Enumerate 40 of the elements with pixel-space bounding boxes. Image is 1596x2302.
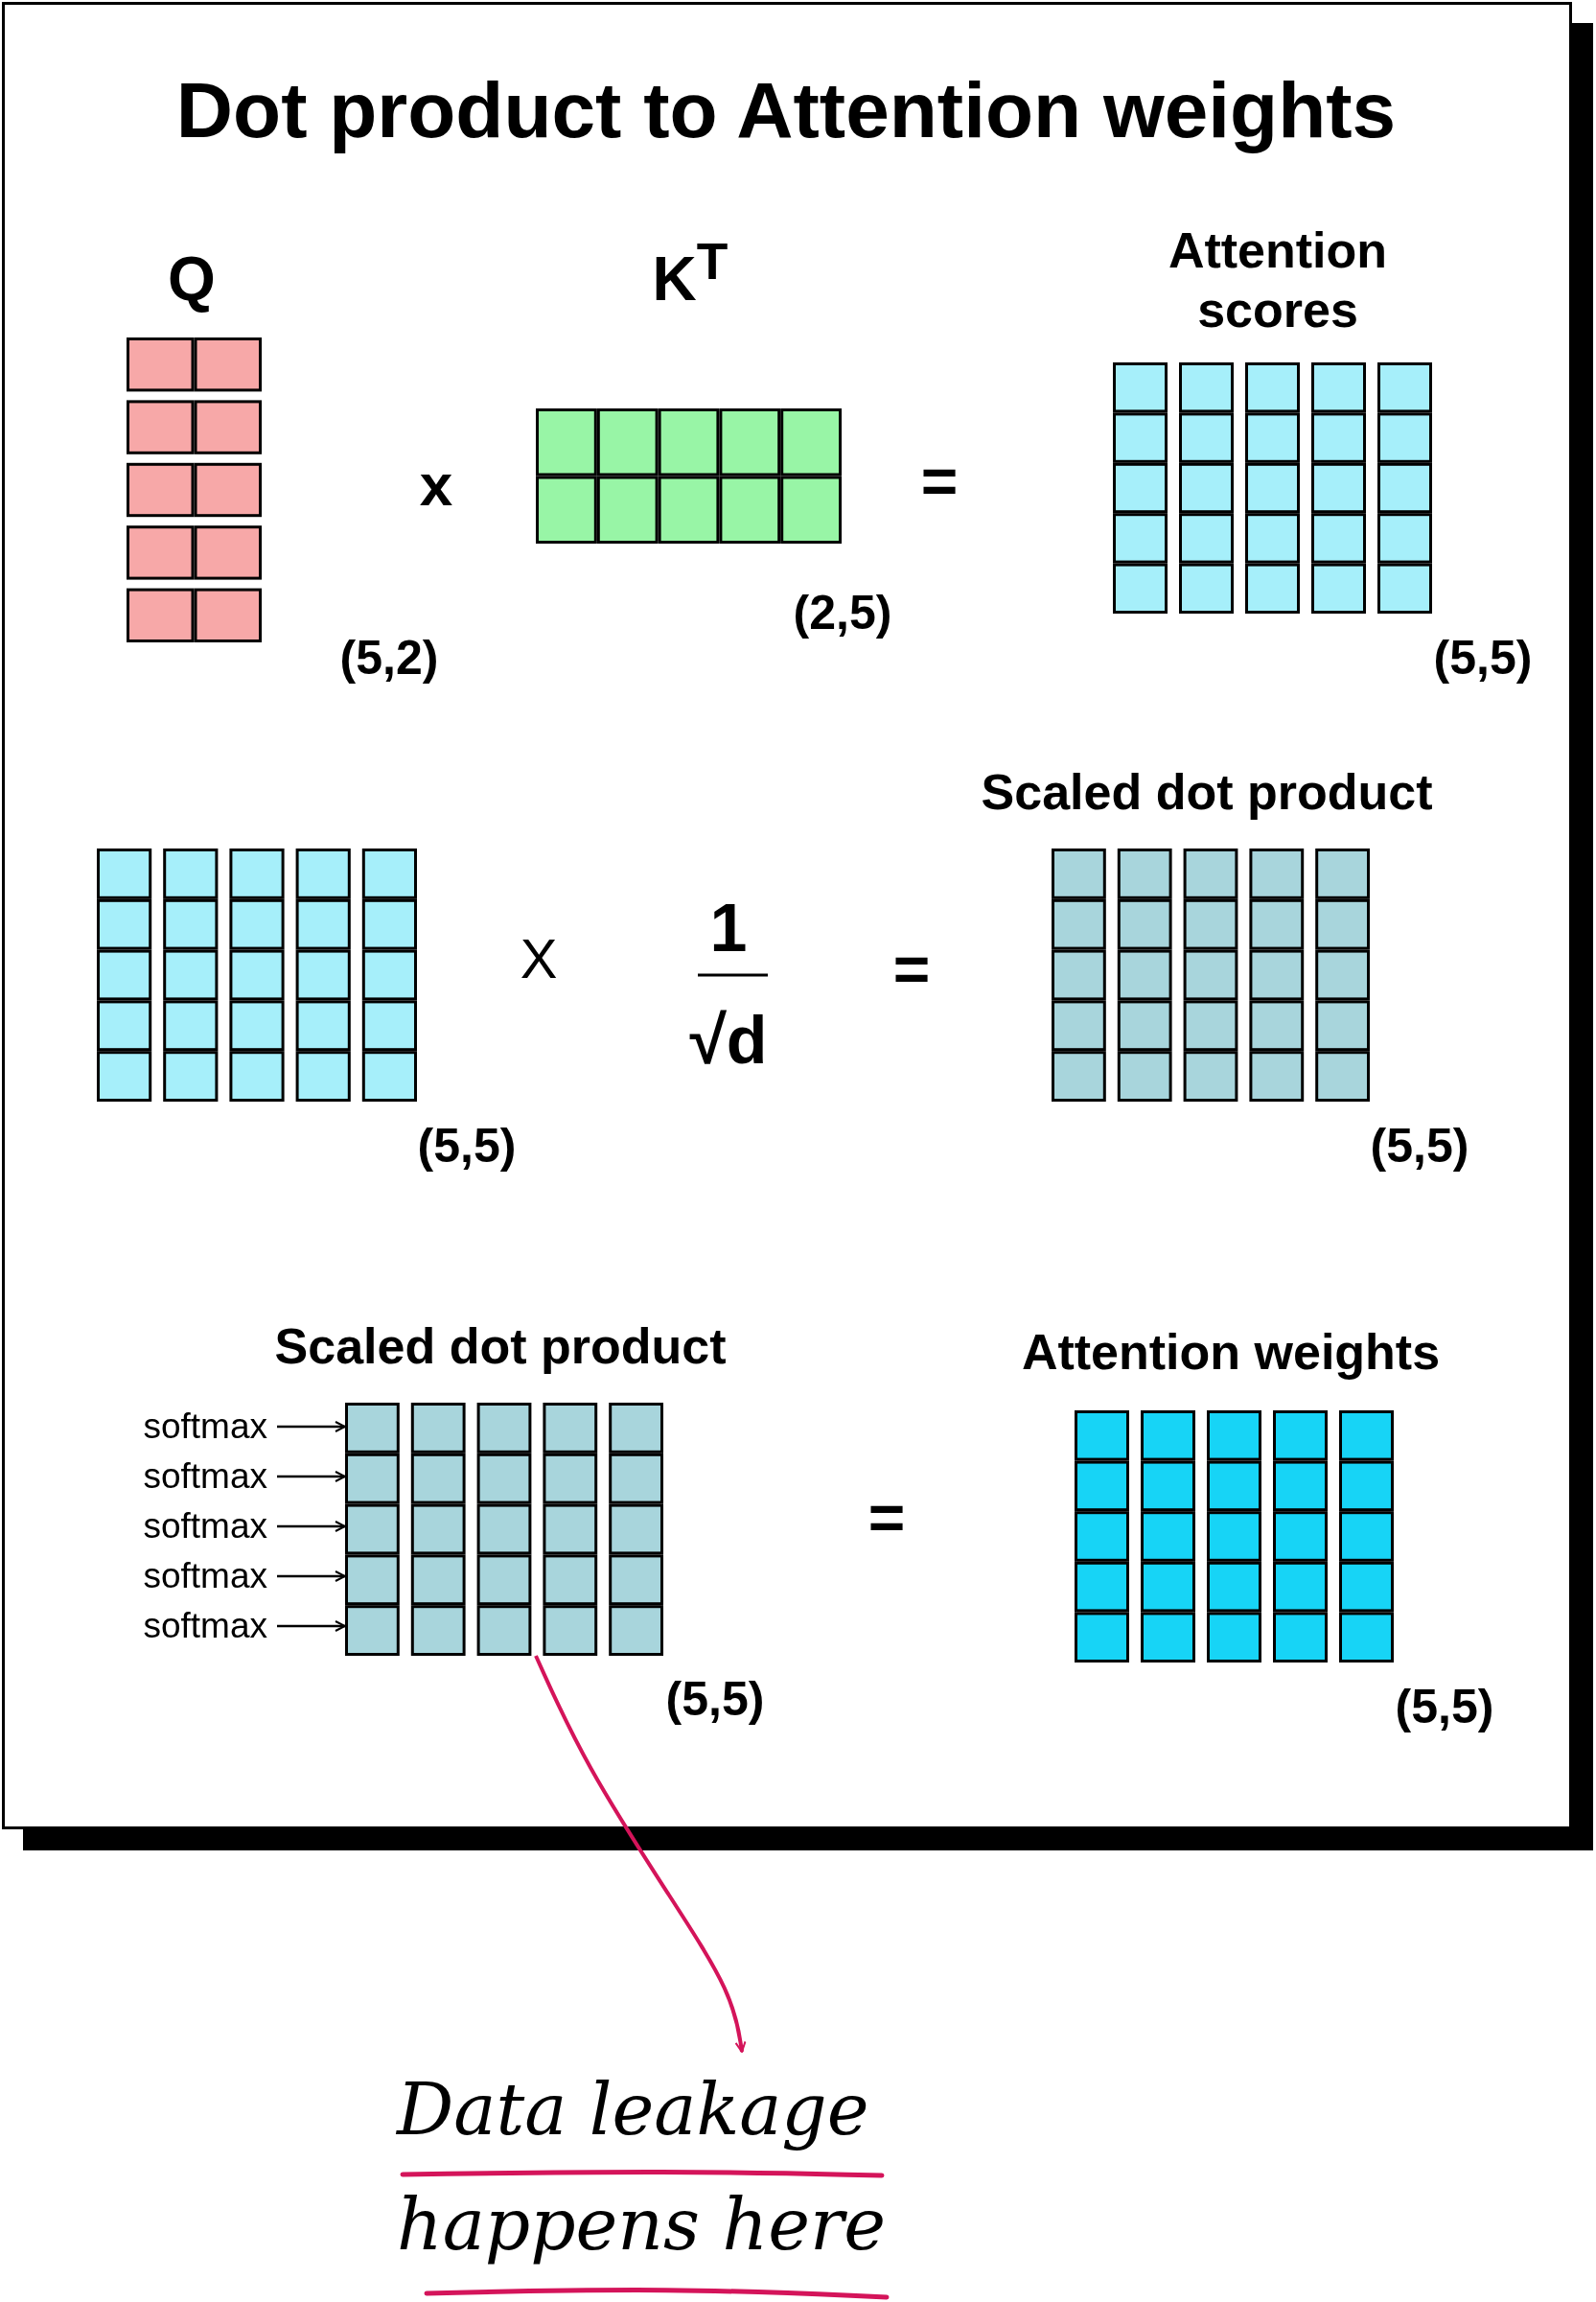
- math-symbol: =: [892, 933, 931, 1006]
- matrix: [97, 849, 417, 1102]
- math-symbol: =: [920, 445, 959, 518]
- dimension-label: (2,5): [793, 585, 892, 640]
- arrow: [277, 1471, 346, 1482]
- matrix-heading: Q: [168, 244, 216, 316]
- matrix-heading: Scaled dot product: [274, 1316, 727, 1376]
- arrow: [277, 1421, 346, 1432]
- matrix: [1075, 1410, 1394, 1663]
- function-label: softmax: [143, 1606, 267, 1646]
- dimension-label: (5,5): [1433, 630, 1533, 686]
- handwritten-note: Data leakage happens here: [397, 2052, 991, 2282]
- matrix-heading: Scaled dot product: [981, 762, 1433, 822]
- math-symbol: X: [520, 925, 558, 990]
- dimension-label: (5,5): [417, 1118, 517, 1174]
- arrow: [277, 1570, 346, 1582]
- matrix: [1113, 362, 1432, 614]
- math-symbol: x: [419, 450, 453, 519]
- function-label: softmax: [143, 1456, 267, 1497]
- matrix: [127, 337, 262, 642]
- arrow: [277, 1620, 346, 1632]
- dimension-label: (5,5): [1395, 1679, 1494, 1734]
- dimension-label: (5,5): [665, 1671, 765, 1727]
- math-symbol: =: [867, 1481, 906, 1554]
- math-symbol: 1: [709, 890, 748, 966]
- function-label: softmax: [143, 1556, 267, 1596]
- matrix-heading: Attention scores: [1167, 221, 1389, 340]
- math-symbol: √d: [689, 1002, 768, 1079]
- title: Dot product to Attention weights: [175, 65, 1397, 155]
- arrow: [277, 1521, 346, 1532]
- matrix: [1052, 849, 1370, 1102]
- matrix-heading: Attention weights: [1021, 1322, 1441, 1382]
- function-label: softmax: [143, 1506, 267, 1546]
- matrix: [536, 408, 842, 544]
- matrix: [345, 1403, 663, 1656]
- dimension-label: (5,5): [1370, 1118, 1469, 1174]
- arrow: [534, 1655, 747, 2053]
- function-label: softmax: [143, 1407, 267, 1447]
- dimension-label: (5,2): [339, 630, 439, 686]
- matrix-heading: K$^{T}$: [652, 231, 729, 316]
